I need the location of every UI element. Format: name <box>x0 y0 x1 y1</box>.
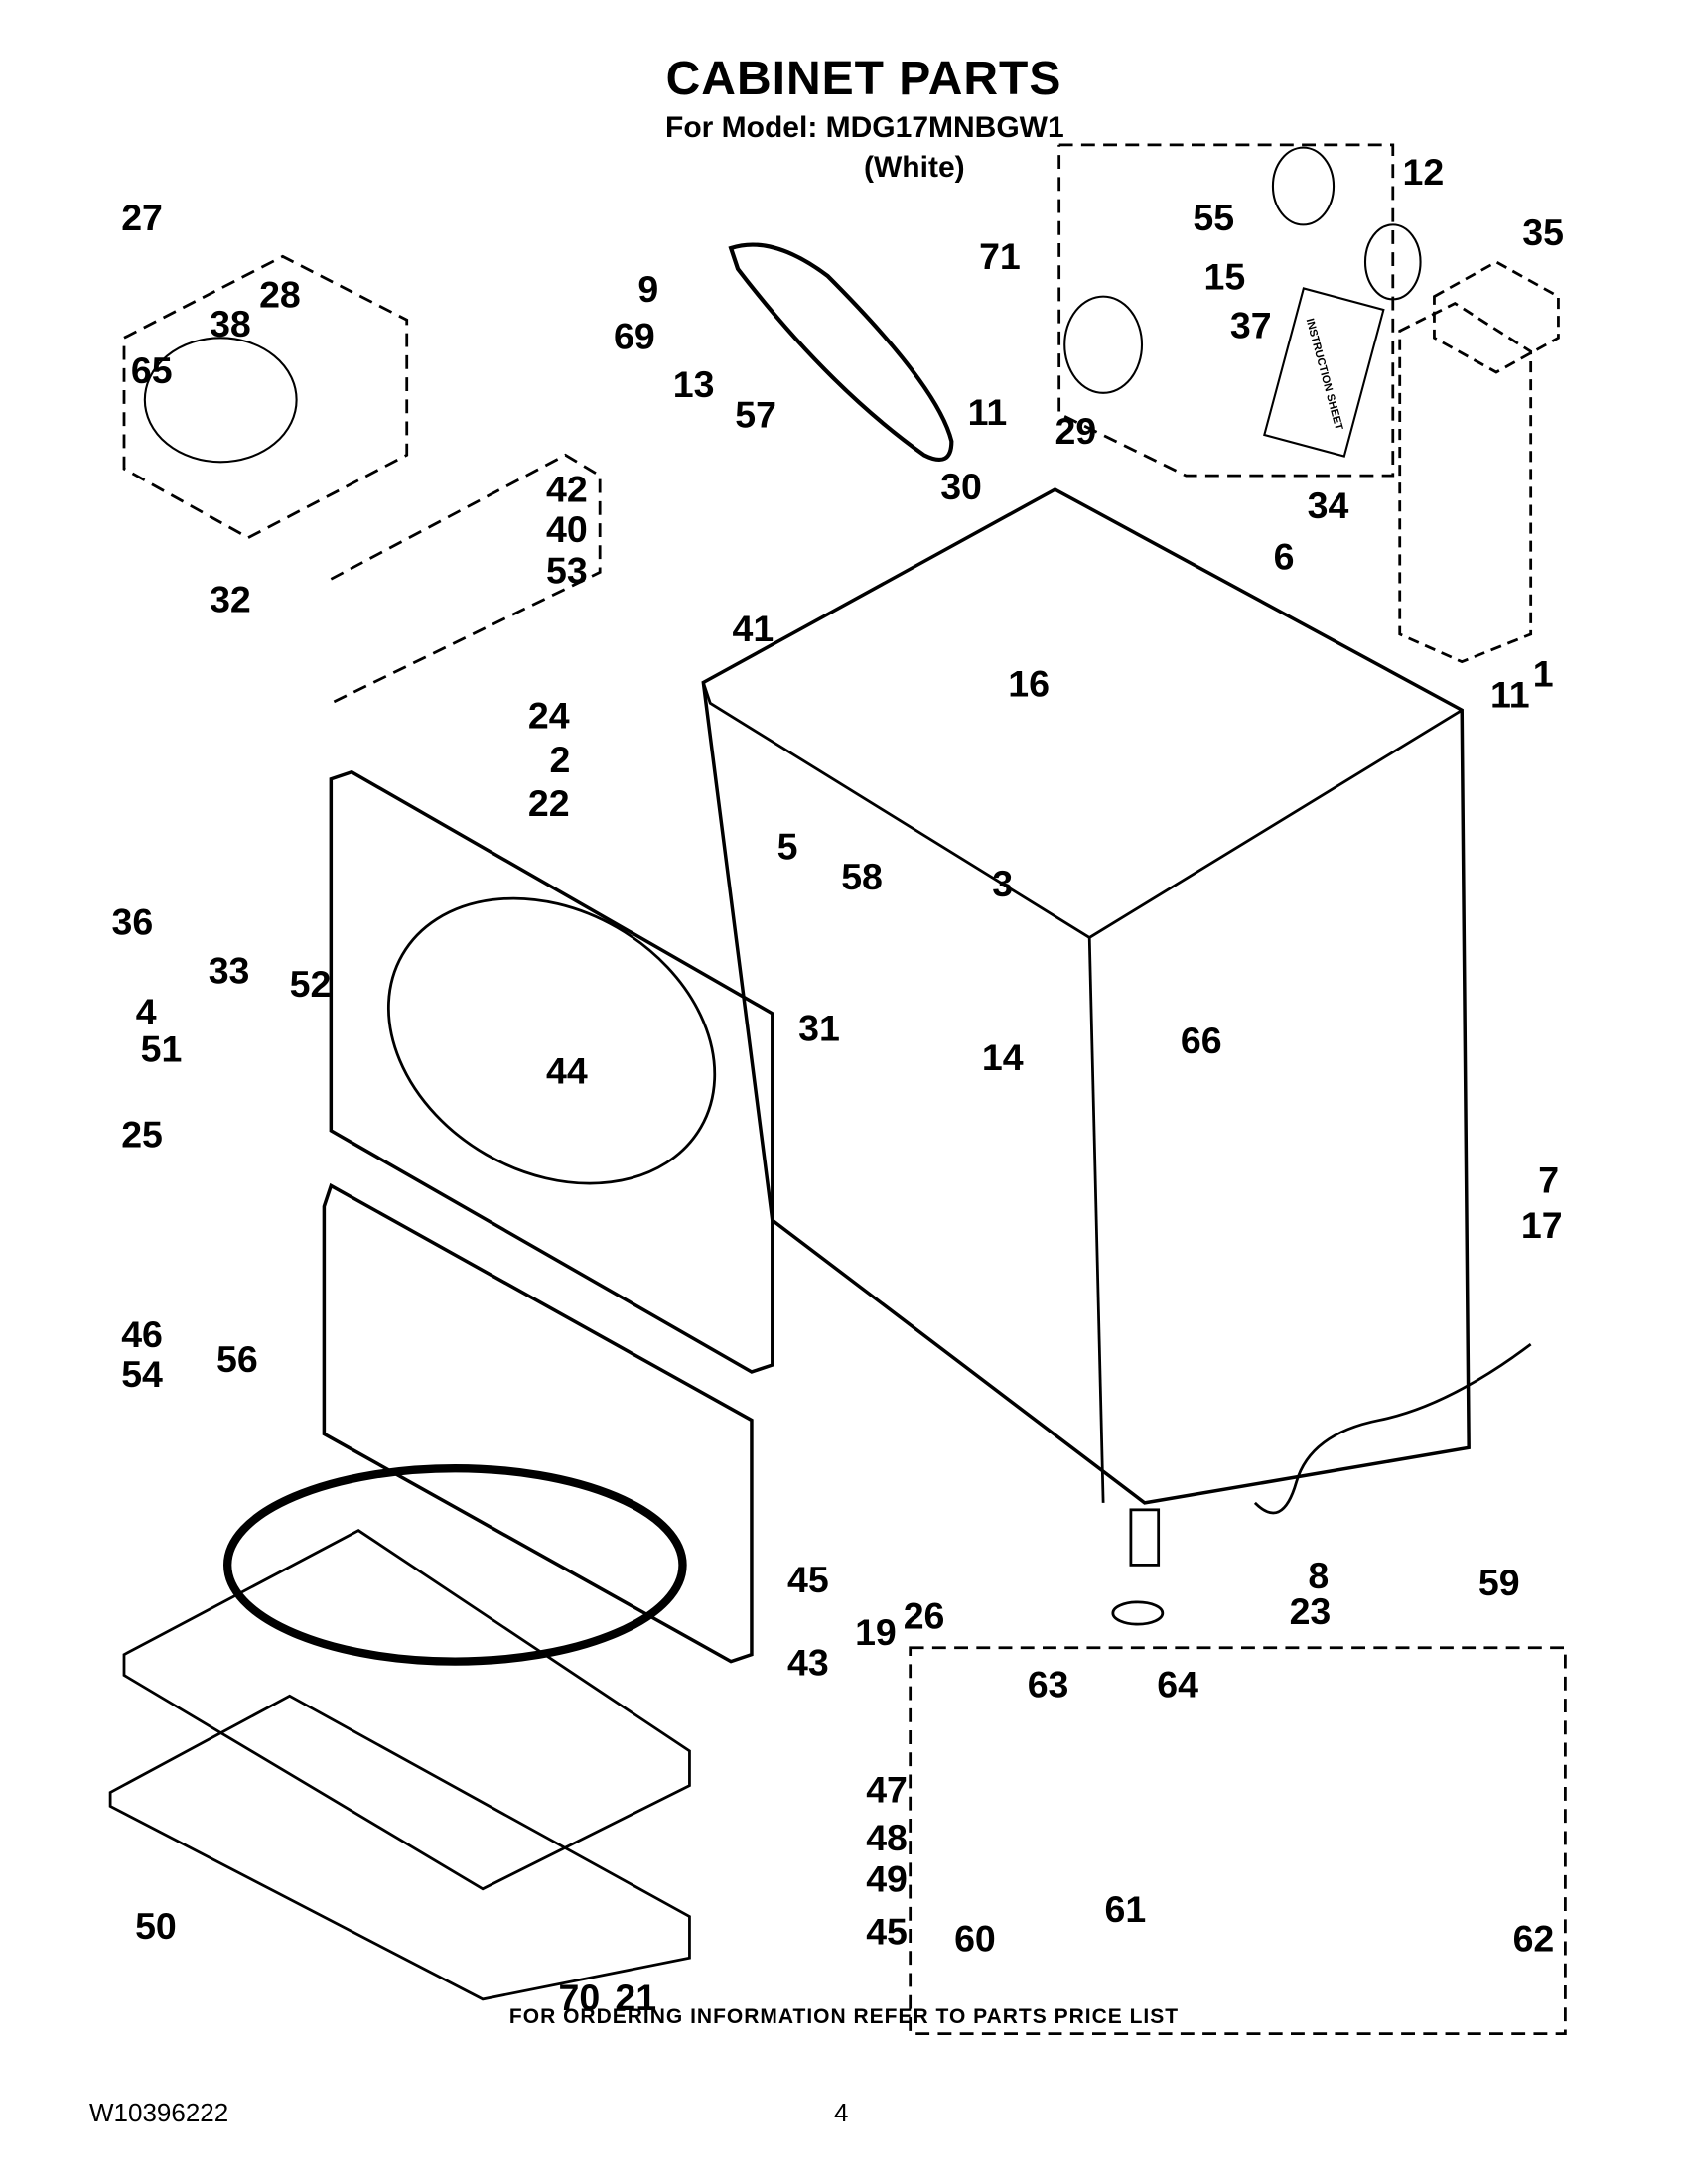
terminal-kit-group <box>1433 260 1560 374</box>
leg-cup <box>1111 1600 1165 1626</box>
control-assembly-group <box>909 1646 1567 2035</box>
wire-kit-group <box>1398 301 1533 664</box>
part-number-label: 12 <box>1402 151 1444 193</box>
part-number-label: 58 <box>841 856 883 897</box>
vent-elbow <box>1063 295 1144 394</box>
part-number-label: 64 <box>1157 1664 1198 1706</box>
part-number-label: 55 <box>1193 197 1234 238</box>
part-number-label: 16 <box>1008 662 1050 704</box>
model-number: For Model: MDG17MNBGW1 <box>665 111 1064 144</box>
door-opening <box>386 896 717 1185</box>
part-number-label: 2 <box>549 739 570 780</box>
motor-assembly-group <box>122 254 409 540</box>
part-number-label: 34 <box>1308 484 1349 526</box>
vent-kit-group <box>1057 143 1395 478</box>
part-number-label: 49 <box>866 1858 908 1900</box>
base-frame <box>108 1694 691 2001</box>
color-variant: (White) <box>864 151 965 184</box>
part-number-label: 38 <box>210 303 251 344</box>
part-number-label: 56 <box>216 1338 258 1380</box>
part-number-label: 52 <box>290 963 332 1005</box>
part-number-label: 47 <box>866 1768 908 1810</box>
part-number-label: 8 <box>1308 1555 1329 1596</box>
leveling-leg <box>1129 1508 1161 1567</box>
page-title: CABINET PARTS <box>665 53 1062 105</box>
part-number-label: 9 <box>637 268 658 310</box>
part-number-label: 61 <box>1104 1888 1146 1930</box>
part-number-label: 69 <box>614 315 655 356</box>
part-number-label: 27 <box>121 197 163 238</box>
part-number-label: 46 <box>121 1313 163 1355</box>
part-number-label: 48 <box>866 1817 908 1858</box>
instruction-sheet <box>1263 287 1385 458</box>
ordering-note: FOR ORDERING INFORMATION REFER TO PARTS … <box>508 2005 1180 2028</box>
drive-belt <box>728 242 954 462</box>
vent-cap <box>1363 223 1422 301</box>
part-number-label: 50 <box>135 1905 177 1947</box>
part-number-label: 5 <box>777 825 798 867</box>
part-number-label: 24 <box>528 694 570 736</box>
part-number-label: 33 <box>209 949 250 991</box>
part-number-label: 40 <box>546 508 588 550</box>
part-number-label: 60 <box>954 1917 996 1959</box>
part-number-label: 32 <box>210 579 251 620</box>
part-number-label: 71 <box>979 235 1021 277</box>
part-number-label: 43 <box>787 1642 829 1684</box>
part-number-label: 3 <box>992 863 1013 904</box>
front-panel <box>329 769 774 1374</box>
part-number-label: 62 <box>1513 1917 1555 1959</box>
part-number-label: 13 <box>673 363 715 405</box>
part-number-label: 14 <box>982 1036 1024 1078</box>
cabinet <box>701 487 1471 1505</box>
part-number-label: 42 <box>546 469 588 510</box>
part-number-label: 17 <box>1521 1204 1563 1246</box>
part-number-label: 25 <box>121 1114 163 1156</box>
part-number-label: 23 <box>1290 1590 1332 1632</box>
instruction-sheet-text: INSTRUCTION SHEET <box>1304 317 1345 431</box>
part-number-label: 21 <box>615 1977 656 2018</box>
part-number-label: 26 <box>904 1594 945 1636</box>
part-number-label: 28 <box>259 274 301 316</box>
part-number-label: 4 <box>136 991 157 1032</box>
drive-motor <box>143 337 298 464</box>
part-number-label: 59 <box>1478 1562 1520 1603</box>
part-number-label: 65 <box>131 349 173 391</box>
part-number-label: 63 <box>1028 1664 1069 1706</box>
part-number-label: 41 <box>732 608 774 649</box>
part-number-label: 11 <box>968 391 1008 433</box>
part-number-label: 45 <box>787 1559 829 1600</box>
part-number-label: 70 <box>558 1977 600 2018</box>
part-number-label: 51 <box>141 1027 183 1069</box>
part-number-label: 36 <box>111 901 153 943</box>
part-number-label: 37 <box>1230 304 1272 345</box>
part-number-label: 53 <box>546 550 588 592</box>
part-number-label: 15 <box>1203 256 1245 298</box>
vent-cap <box>1271 146 1336 226</box>
toe-panel <box>322 1182 754 1664</box>
base-plate <box>122 1529 691 1891</box>
part-number-label: 19 <box>855 1611 897 1653</box>
door-seal <box>223 1464 687 1666</box>
page-number: 4 <box>834 2098 849 2127</box>
document-number: W10396222 <box>89 2098 229 2127</box>
part-number-label: 30 <box>940 466 982 507</box>
part-number-label: 44 <box>546 1050 588 1092</box>
part-number-label: 22 <box>528 782 570 824</box>
switch-group <box>330 453 602 705</box>
part-number-label: 45 <box>866 1910 908 1952</box>
part-number-label: 11 <box>1490 674 1530 716</box>
part-number-label: 66 <box>1181 1020 1222 1061</box>
part-number-label: 7 <box>1538 1159 1559 1200</box>
part-number-label: 35 <box>1522 211 1564 253</box>
part-number-label: 31 <box>798 1008 840 1049</box>
power-cord <box>1253 1343 1532 1515</box>
part-number-label: 29 <box>1055 410 1096 452</box>
part-number-label: 1 <box>1533 653 1554 695</box>
part-number-label: 57 <box>735 394 776 436</box>
part-number-label: 6 <box>1274 536 1295 578</box>
part-number-label: 54 <box>121 1353 163 1395</box>
